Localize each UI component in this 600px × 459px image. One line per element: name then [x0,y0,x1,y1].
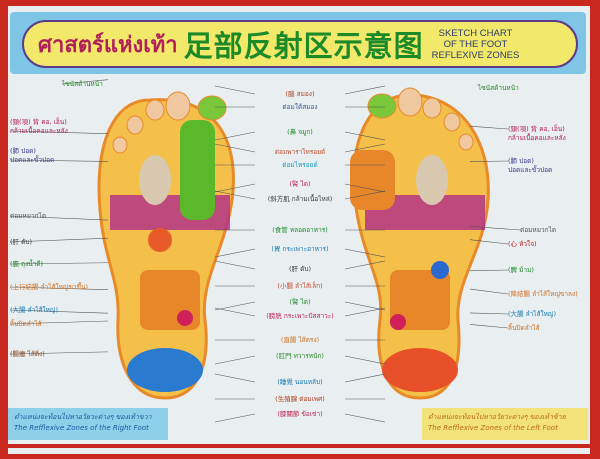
zone-label: ต่อมหมวกไต [10,212,46,220]
zone-label: (肝 ตับ) [255,265,345,273]
zone-label: (鼻 จมูก) [255,128,345,136]
zone [390,314,406,330]
zone-label: (膝關節 ข้อเข่า) [255,410,345,418]
caption-thai: ตำแหน่งจะท้อนไปหาอวัยวะต่างๆ ของเท้าซ้าย [428,412,582,423]
zone-label: (膽 ถุงน้ำดี) [10,260,43,268]
zone-label: (食管 หลอดอาหาร) [255,226,345,234]
zone-label: ปอดและขั้วปอด [508,166,552,174]
right-foot-caption: ตำแหน่งจะท้อนไปหาอวัยวะต่างๆ ของเท้าขวา … [8,408,168,440]
zone-label: (生殖腺 ต่อมเพศ) [255,395,345,403]
zone-label: (肝 ตับ) [10,238,32,246]
skeleton-figure [416,155,448,205]
zone [180,120,215,220]
right-foot [99,92,233,398]
zone-label: (胃 กระเพาะอาหาร) [255,245,345,253]
zone-label: (小腸 ลำไส้เล็ก) [255,282,345,290]
zone [350,150,395,210]
leader-line [215,261,255,269]
zone-label: กล้ามเนื้อคอและหลัง [10,127,68,135]
zone-label: (腦 สมอง) [255,90,345,98]
zone-label: (直腸 ไส้ตรง) [255,336,345,344]
zone-label: (腎 ไต) [255,180,345,188]
leader-line [345,374,385,382]
zone-label: ต่อมใต้สมอง [255,103,345,111]
zone [148,228,172,252]
skeleton-figure [139,155,171,205]
zone-label: (肛門 ทวารหนัก) [255,352,345,360]
leader-line [470,313,508,314]
leader-line [215,308,255,316]
bottom-border [8,444,590,448]
zone-label: (腎 ไต) [255,298,345,306]
leader-line [345,414,385,422]
zone-label: (脾 ม้าม) [508,266,534,274]
caption-english: The Refflexive Zones of the Left Foot [428,423,582,434]
leader-line [345,86,385,94]
zone-label: ไซนัสด้านหน้า [478,84,519,92]
zone-label: (頸(項) 背 คอ, เอ็น) [508,125,565,133]
zone-label: (膀胱 กระเพาะปัสสาวะ) [255,312,345,320]
zone-label: (睡覺 นอนหลับ) [255,378,345,386]
zone-label: (肺 ปอด) [508,157,534,165]
caption-thai: ตำแหน่งจะท้อนไปหาอวัยวะต่างๆ ของเท้าขวา [14,412,162,423]
zone-label: (肺 ปอด) [10,147,36,155]
leader-line [215,414,255,422]
leader-line [470,289,508,294]
leader-line [215,249,255,257]
zone-label: (心 หัวใจ) [508,240,537,248]
zone-label: กล้ามเนื้อคอและหลัง [508,134,566,142]
zone-label: (上行結腸 ลำไส้ใหญ่ขาขึ้น) [10,283,88,291]
zone-label: ต่อมพาราไทรอยด์ [255,148,345,156]
zone-label: ลิ้นปิดลำไส้ [508,324,540,332]
zone [382,348,458,392]
leader-line [215,86,255,94]
leader-line [215,302,255,310]
zone-label: (大腸 ลำไส้ใหญ่) [10,306,58,314]
zone-label: (斜方肌 กล้ามเนื้อไหล่) [255,195,345,203]
zone-label: ต่อมหมวกไต [520,226,556,234]
zone-label: ต่อมไทรอยด์ [255,161,345,169]
zone-label: (降結腸 ลำไส้ใหญ่ขาลง) [508,290,578,298]
zone-label: (腸瘻 ไส้ติ่ง) [10,350,45,358]
leader-line [470,270,508,271]
zone-label: ไซนัสด้านหน้า [62,80,103,88]
zone [177,310,193,326]
leader-line [470,126,508,129]
leader-line [470,324,508,328]
zone-label: (頸(項) 背 คอ, เอ็น) [10,118,67,126]
caption-english: The Refflexive Zones of the Right Foot [14,423,162,434]
left-foot [350,88,488,398]
leader-line [215,356,255,364]
zone-label: (大腸 ลำไส้ใหญ่) [508,310,556,318]
zone-label: ปอดและขั้วปอด [10,156,54,164]
leader-line [215,374,255,382]
left-foot-caption: ตำแหน่งจะท้อนไปหาอวัยวะต่างๆ ของเท้าซ้าย… [422,408,588,440]
zone [127,348,203,392]
zone-label: ลิ้นปิดลำไส้ [10,320,42,328]
zone [431,261,449,279]
